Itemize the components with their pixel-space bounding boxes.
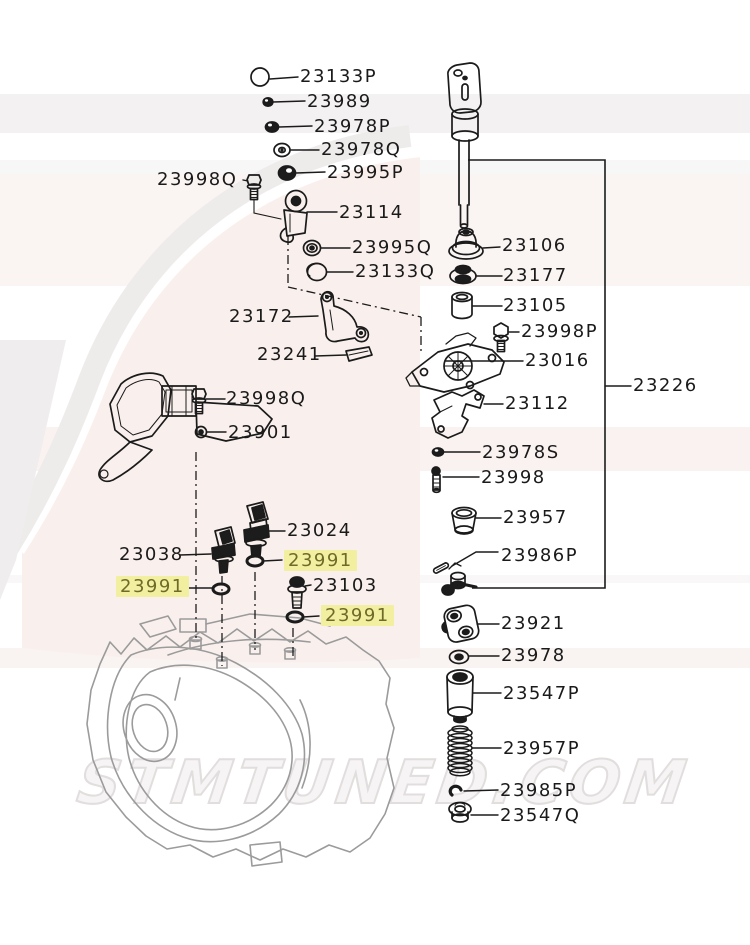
part-label-23114: 23114 [339, 202, 404, 223]
part-label-23998q-1: 23998Q [157, 169, 238, 190]
part-23241-spacer [345, 346, 373, 362]
part-23105-bushing [451, 291, 473, 320]
part-label-23105: 23105 [503, 295, 568, 316]
part-23978q-washer [273, 142, 291, 158]
part-23547q-plug [448, 801, 472, 823]
part-23106-grommet [448, 227, 484, 260]
group-bracket-23226 [468, 159, 606, 589]
part-23133p-cap [250, 67, 270, 87]
part-label-23957: 23957 [503, 507, 568, 528]
part-label-23978q: 23978Q [321, 139, 402, 160]
transaxle-housing-drawing [86, 613, 395, 867]
part-label-23177: 23177 [503, 265, 568, 286]
shift-lever-rod [447, 62, 482, 229]
part-23547p-sleeve [446, 669, 474, 724]
part-label-23547q: 23547Q [500, 805, 581, 826]
part-label-23921: 23921 [501, 613, 566, 634]
part-label-23998q-2: 23998Q [226, 388, 307, 409]
part-23989-nut [262, 96, 274, 108]
part-23016-valve-body [405, 332, 505, 393]
part-label-23172: 23172 [229, 306, 294, 327]
part-label-23133q: 23133Q [355, 261, 436, 282]
part-23985p-clip [448, 784, 463, 797]
part-23172-lever [320, 290, 370, 343]
part-label-23991-highlight-3: 23991 [321, 605, 394, 626]
part-23921-joint [441, 604, 480, 643]
part-23112-bracket [431, 389, 485, 439]
part-23133q-seal [306, 262, 328, 282]
part-23998q-bolt-2 [191, 388, 207, 415]
part-label-23978s: 23978S [482, 442, 560, 463]
part-23995q-washer [302, 239, 322, 257]
part-label-23978p: 23978P [314, 116, 392, 137]
part-label-23547p: 23547P [503, 683, 581, 704]
part-23978-washer [448, 649, 470, 665]
part-label-23991-highlight-1: 23991 [284, 550, 357, 571]
part-label-23989: 23989 [307, 91, 372, 112]
part-23114-bracket [279, 189, 308, 244]
part-label-23985p: 23985P [500, 780, 578, 801]
part-23991-oring-bottom [285, 610, 305, 624]
part-23995p-grommet [277, 165, 297, 181]
part-label-23998: 23998 [481, 467, 546, 488]
part-23038-sensor [211, 526, 236, 574]
part-23998-bolt [431, 466, 441, 494]
part-label-23986p: 23986P [501, 545, 579, 566]
part-label-23024: 23024 [287, 520, 352, 541]
leader-lines [179, 76, 632, 816]
part-23103-bolt [287, 576, 307, 609]
part-shift-rail-clamp [441, 562, 478, 596]
part-label-23995q: 23995Q [352, 237, 433, 258]
part-label-23112: 23112 [505, 393, 570, 414]
part-23986p-pin [432, 562, 450, 574]
part-label-23978: 23978 [501, 645, 566, 666]
part-label-23038: 23038 [119, 544, 184, 565]
part-23177-bushing [449, 264, 477, 285]
part-label-23998p: 23998P [521, 321, 599, 342]
part-label-23241: 23241 [257, 344, 322, 365]
part-23978p-nut [264, 121, 280, 133]
assembly-centerlines [195, 236, 422, 666]
part-label-23103: 23103 [313, 575, 378, 596]
part-23991-oring-left [211, 582, 231, 596]
part-23957-cup [451, 506, 477, 535]
part-label-23226: 23226 [633, 375, 698, 396]
part-label-23991-highlight-2: 23991 [116, 576, 189, 597]
part-23024-sensor [243, 501, 270, 558]
part-label-23901: 23901 [228, 422, 293, 443]
part-label-23995p: 23995P [327, 162, 405, 183]
logo-swoosh-outline [0, 125, 412, 554]
part-23978s-pin [431, 447, 445, 457]
part-label-23133p: 23133P [300, 66, 378, 87]
part-label-23957p: 23957P [503, 738, 581, 759]
part-label-23106: 23106 [502, 235, 567, 256]
part-label-23016: 23016 [525, 350, 590, 371]
part-23998q-bolt-1 [246, 174, 262, 201]
part-23957p-spring [447, 725, 473, 777]
part-23998p-bolt [493, 322, 509, 353]
part-23991-oring-right [245, 554, 265, 568]
